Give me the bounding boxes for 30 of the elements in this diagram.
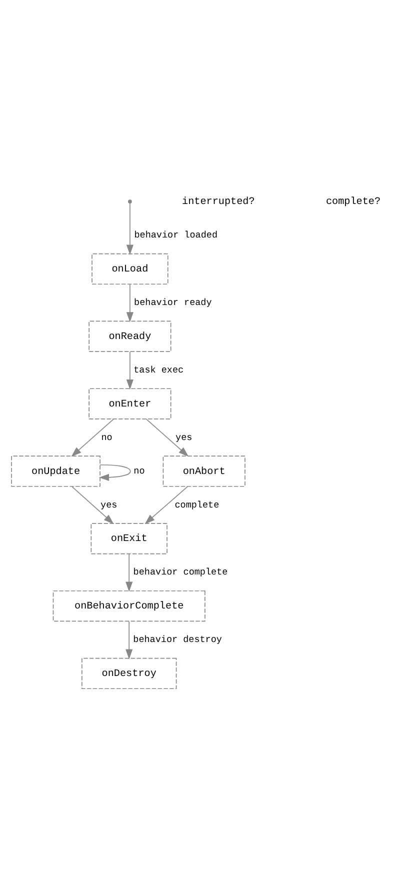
node-box: onReady	[88, 320, 172, 352]
arrow	[126, 202, 134, 255]
edge-label: no	[101, 432, 112, 443]
edge-label: no	[134, 466, 145, 477]
node-box: onLoad	[92, 253, 168, 285]
label: interrupted?	[182, 197, 255, 208]
arrow	[146, 418, 189, 457]
node-box: onExit	[90, 523, 168, 554]
node-box: onAbort	[162, 456, 246, 487]
arrow	[126, 621, 133, 660]
arrow	[98, 464, 131, 481]
arrow	[144, 486, 188, 524]
edge-label: yes	[100, 499, 118, 510]
edge-label: task exec	[134, 364, 184, 376]
edge-label: behavior complete	[133, 566, 228, 578]
edge-label: behavior loaded	[134, 230, 218, 241]
edge-label: behavior destroy	[133, 634, 222, 646]
edge-label: complete	[174, 499, 220, 510]
label: complete?	[326, 197, 381, 208]
edge-label: behavior ready	[134, 297, 212, 308]
node-box: onUpdate	[11, 456, 100, 487]
arrow	[71, 418, 114, 457]
arrow	[126, 554, 133, 592]
node-box: onBehaviorComplete	[52, 590, 206, 622]
edge-label: yes	[176, 432, 192, 443]
arrow	[126, 284, 134, 322]
arrow	[126, 351, 134, 390]
arrow	[72, 486, 114, 524]
node-box: onDestroy	[81, 658, 177, 690]
node-box: onEnter	[88, 388, 172, 420]
